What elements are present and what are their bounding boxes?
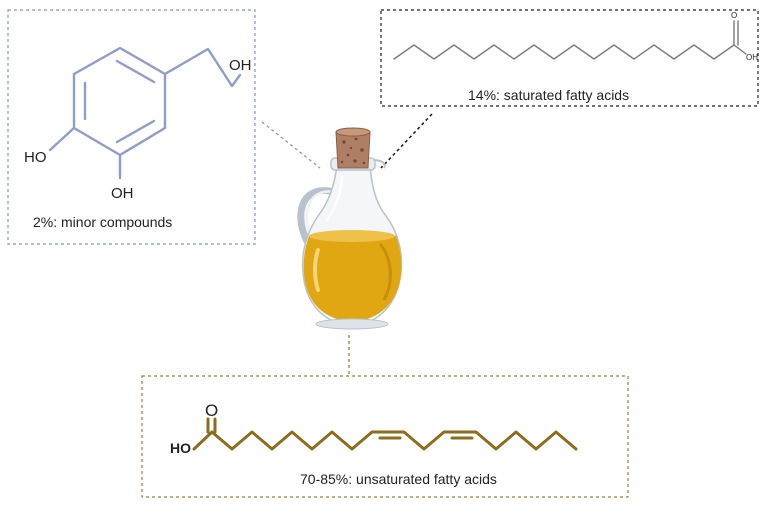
hydroxytyrosol-oh-top: OH [229, 57, 252, 74]
olive-oil-bottle-icon [297, 157, 403, 330]
saturated-acid-o: O [731, 11, 738, 20]
saturated-fatty-acids-caption: 14%: saturated fatty acids [468, 87, 630, 103]
minor-compounds-caption: 2%: minor compounds [33, 214, 173, 230]
hydroxytyrosol-oh-bottom: OH [111, 185, 134, 202]
saturated-acid-oh: OH [746, 53, 758, 62]
hydroxytyrosol-ho-left: HO [24, 149, 47, 166]
unsaturated-acid-ho: HO [170, 440, 191, 456]
saturated-fatty-acids-box [380, 9, 759, 107]
hydroxytyrosol-structure [48, 46, 242, 180]
unsaturated-fatty-acids-caption: 70-85%: unsaturated fatty acids [300, 471, 497, 487]
connector-saturated [380, 113, 433, 169]
unsaturated-fatty-acids-box [141, 375, 629, 498]
saturated-fatty-acid-structure [393, 20, 747, 60]
connector-minor [261, 121, 321, 169]
cork-stopper-icon [335, 127, 371, 169]
minor-compounds-box [7, 9, 256, 245]
unsaturated-fatty-acid-structure [192, 417, 578, 451]
unsaturated-acid-o: O [205, 401, 219, 420]
